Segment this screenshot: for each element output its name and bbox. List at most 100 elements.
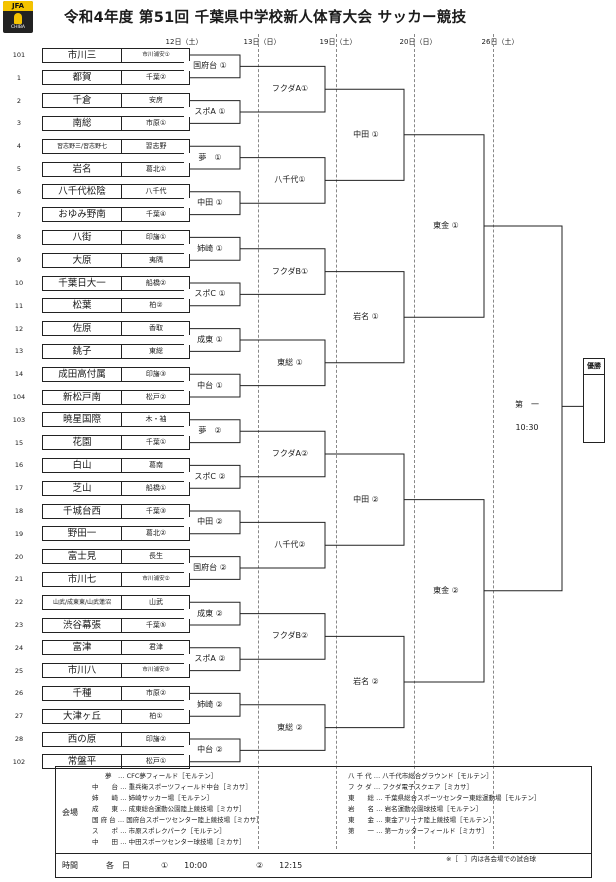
final-time: 10:30 [506, 423, 548, 434]
team-name: 八街 [72, 231, 92, 243]
team-area: 千葉② [121, 71, 190, 85]
team-entry: 千葉日大一 船橋② [42, 275, 190, 291]
team-area: 千葉⑤ [121, 618, 190, 632]
seed-number: 10 [14, 279, 24, 287]
team-area: 市原② [121, 686, 190, 700]
match-venue-r2: フクダA① [265, 84, 315, 95]
column-separator [336, 34, 337, 849]
team-name: 新松戸南 [62, 391, 101, 403]
team-name: 千城台西 [62, 505, 101, 517]
logo-chiba-text: CHIBA [10, 25, 26, 30]
column-separator [258, 34, 259, 849]
team-area: 葛北① [121, 162, 190, 176]
team-area: 千葉④ [121, 208, 190, 222]
team-entry: 成田高付属印旛③ [42, 366, 190, 382]
column-separator [493, 34, 494, 849]
match-venue-r1: 中台 ① [184, 380, 236, 391]
team-name: 佐原 [72, 323, 92, 335]
venue-label: 会場 [62, 808, 78, 817]
team-area: 木・袖 [121, 413, 190, 427]
ball-note: ※［ ］内は各会場での試合球 [446, 855, 536, 863]
team-name: 千葉日大一 [58, 277, 106, 289]
seed-number: 17 [14, 484, 24, 493]
team-area: 長生 [121, 550, 190, 564]
team-name: おゆみ野南 [58, 209, 106, 221]
match-venue-r1: 夢 ① [184, 152, 236, 163]
seed-number: 101 [12, 51, 26, 59]
team-name: 大津ヶ丘 [62, 710, 101, 722]
match-venue-r4: 東金 ② [424, 585, 468, 596]
team-name: 渋谷幕張 [62, 619, 101, 631]
team-entry: 大原夷隅 [42, 252, 190, 268]
team-entry: 岩名葛北① [42, 161, 190, 177]
team-name: 習志野三/習志野七 [56, 142, 108, 150]
team-name: 八千代松陰 [58, 186, 106, 198]
team-name: 都賀 [72, 72, 92, 84]
team-area: 千葉③ [121, 504, 190, 518]
team-entry: 富津君津 [42, 640, 190, 656]
team-entry: 西の原 印旛② [42, 731, 190, 747]
seed-number: 25 [14, 666, 24, 675]
seed-number: 24 [14, 643, 24, 652]
round-date-4: 20日（日） [399, 38, 437, 46]
team-name: 成田高付属 [58, 368, 106, 380]
team-area: 印旛② [121, 732, 190, 746]
team-area: 松戸① [121, 755, 190, 769]
team-area: 船橋② [121, 276, 190, 290]
seed-number: 15 [14, 438, 24, 447]
team-entry: 新松戸南松戸② [42, 389, 190, 405]
team-name: 西の原 [67, 733, 97, 745]
team-name: 松葉 [72, 300, 92, 312]
team-area: 山武 [121, 595, 190, 609]
venue-legend-item: 第 一 … 第一カッターフィールド［ミカサ］ [348, 827, 489, 835]
round-date-1: 12日（土） [165, 38, 203, 46]
team-name: 市川三 [67, 49, 97, 61]
team-name: 白山 [72, 459, 92, 471]
seed-number: 7 [16, 210, 22, 219]
round-date-3: 19日（土） [319, 38, 357, 46]
venue-legend: 会場 夢 … CFC夢フィールド［モルテン］中 台 … 重兵衛スポーツフィールド… [55, 766, 592, 878]
match-venue-r3: 岩名 ② [344, 677, 388, 687]
team-name: 市川八 [67, 665, 97, 677]
team-area: 市原① [121, 116, 190, 130]
seed-number: 4 [16, 142, 22, 151]
team-entry: 八千代松陰 八千代 [42, 184, 190, 200]
match-venue-r3: 中田 ① [344, 129, 388, 140]
team-area: 千葉① [121, 436, 190, 450]
match-venue-r1: 夢 ② [184, 426, 236, 437]
team-name: 常盤平 [67, 756, 97, 768]
match-venue-r1: 姉崎 ② [184, 699, 236, 710]
team-area: 八千代 [121, 185, 190, 199]
venue-legend-item: ス ポ … 市原スポレクパーク［モルテン］ [92, 827, 226, 835]
team-name: 市川七 [67, 573, 97, 585]
match-venue-r2: 八千代② [265, 540, 315, 551]
seed-number: 1 [16, 73, 22, 82]
team-entry: 習志野三/習志野七習志野 [42, 138, 190, 154]
team-name: 大原 [72, 254, 92, 266]
team-area: 市川浦安② [121, 572, 190, 586]
team-entry: 渋谷幕張 千葉⑤ [42, 617, 190, 633]
seed-number: 6 [16, 187, 22, 196]
team-name: 野田一 [67, 528, 97, 540]
team-entry: おゆみ野南 千葉④ [42, 207, 190, 223]
seed-number: 27 [14, 712, 24, 721]
match-venue-r1: 成東 ① [184, 335, 236, 345]
match-venue-r1: 国府台 ② [184, 563, 236, 573]
seed-number: 14 [14, 370, 24, 379]
seed-number: 23 [14, 621, 24, 629]
venue-legend-item: 東 金 … 東金アリーナ陸上競技場［モルテン］ [348, 816, 496, 824]
seed-number: 102 [12, 757, 26, 766]
team-entry: 千種市原② [42, 685, 190, 701]
venue-legend-item: 成 東 … 成東総合運動公園陸上競技場［ミカサ］ [92, 805, 246, 813]
team-entry: 松葉柏② [42, 298, 190, 314]
seed-number: 103 [12, 415, 26, 424]
match-venue-r2: フクダB② [265, 631, 315, 642]
match-venue-r1: スポC ① [184, 289, 236, 300]
team-entry: 野田一葛北② [42, 526, 190, 542]
logo-jfa-text: JFA [3, 1, 33, 11]
round-date-5: 26日（土） [481, 38, 519, 46]
time-each: 各 日 [106, 861, 130, 870]
venue-legend-item: 岩 名 … 岩名運動公園球技場［モルテン］ [348, 805, 483, 813]
team-entry: 銚子東総 [42, 343, 190, 359]
